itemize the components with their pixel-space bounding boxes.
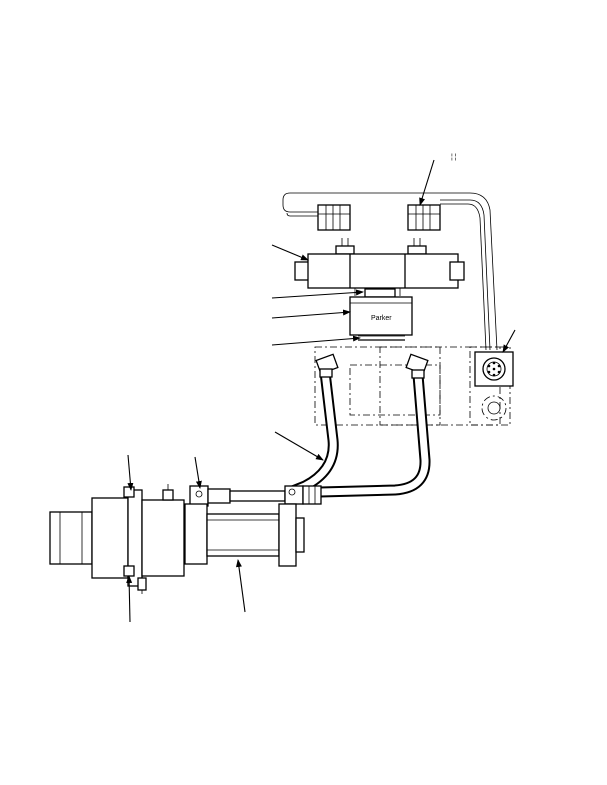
solenoid-valve [294, 238, 465, 296]
leader-bolt-bottom [126, 575, 133, 623]
callout-label-top-right: ¦ ¦ [451, 154, 457, 161]
manifold-block: Parker [349, 288, 413, 341]
leader-bolt-top [127, 454, 134, 491]
solenoid-connector-right [407, 204, 441, 231]
leader-spacer [271, 289, 364, 299]
valve-brand-label: Parker [371, 315, 392, 322]
leader-manifold [271, 309, 351, 319]
hose-fittings [189, 485, 322, 507]
electrical-cable [282, 192, 498, 351]
hydraulic-hoses [284, 353, 431, 498]
callout-leaders [126, 159, 516, 623]
leader-junction-box [502, 329, 516, 353]
leader-solenoid-valve [271, 244, 309, 261]
leader-hose [274, 431, 324, 461]
leader-cable [419, 159, 435, 206]
leader-gasket [271, 335, 361, 346]
leader-fitting [194, 456, 202, 489]
leader-cylinder [235, 559, 246, 613]
solenoid-connector-left [317, 204, 351, 231]
junction-box [474, 351, 514, 421]
actuator-housing [49, 484, 185, 594]
hydraulic-cylinder [184, 503, 305, 567]
